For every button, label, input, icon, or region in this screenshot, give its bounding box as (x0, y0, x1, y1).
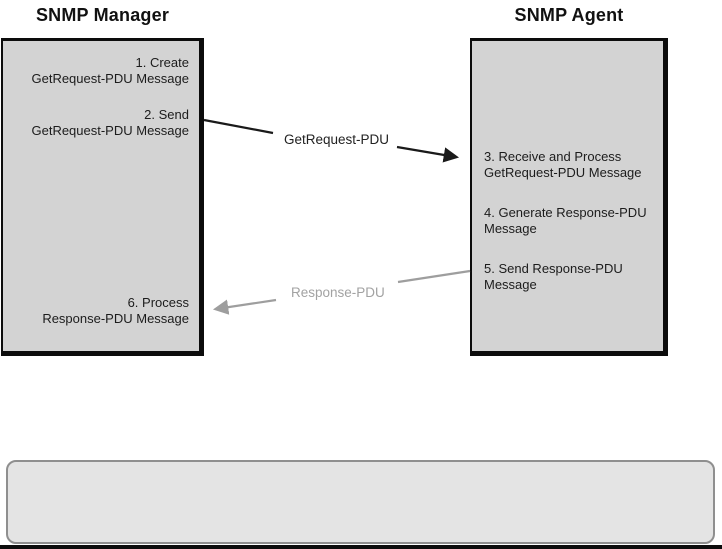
response-arrow-label: Response-PDU (291, 285, 385, 300)
manager-title: SNMP Manager (35, 5, 170, 25)
manager-step-process: 6. Process Response-PDU Message (42, 295, 189, 326)
manager-step-create: 1. Create GetRequest-PDU Message (31, 55, 189, 86)
note-box (6, 460, 715, 544)
agent-step-send: 5. Send Response-PDU Message (484, 261, 623, 292)
manager-box: 1. Create GetRequest-PDU Message 2. Send… (1, 38, 204, 356)
agent-step-receive: 3. Receive and Process GetRequest-PDU Me… (484, 149, 642, 180)
manager-step-send: 2. Send GetRequest-PDU Message (31, 107, 189, 138)
agent-box: 3. Receive and Process GetRequest-PDU Me… (470, 38, 668, 356)
bottom-rule-divider (0, 545, 722, 549)
getrequest-arrow-label: GetRequest-PDU (284, 132, 390, 147)
agent-step-generate: 4. Generate Response-PDU Message (484, 205, 647, 236)
agent-title: SNMP Agent (514, 5, 624, 25)
